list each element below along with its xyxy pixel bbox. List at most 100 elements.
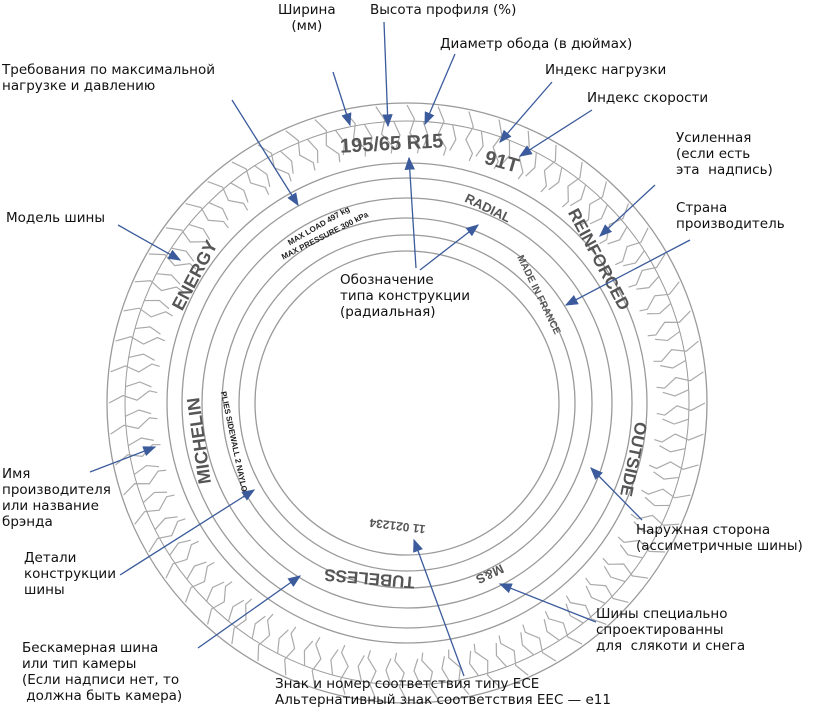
arrow-details xyxy=(119,489,256,576)
tread-groove xyxy=(144,299,170,310)
tread-groove xyxy=(623,250,645,267)
tread-groove xyxy=(227,599,245,622)
tread-block xyxy=(115,336,166,345)
tread-block xyxy=(123,469,167,496)
tread-groove xyxy=(133,464,160,476)
tread-block xyxy=(115,444,161,466)
tread-groove xyxy=(619,544,643,559)
arrow-mud-snow xyxy=(498,583,597,623)
tread-block xyxy=(394,652,408,702)
arrow-width xyxy=(332,71,352,127)
tread-groove xyxy=(334,129,346,156)
tread-groove xyxy=(363,123,373,150)
label-speed-index: Индекс скорости xyxy=(587,90,709,106)
tread-block xyxy=(653,340,699,362)
label-reinforced: Усиленная (если есть эта надпись) xyxy=(676,130,773,178)
tread-groove xyxy=(654,330,681,342)
tread-block xyxy=(639,281,680,312)
tread-groove xyxy=(468,650,480,677)
label-country: Страна производитель xyxy=(676,200,785,232)
tread-block xyxy=(285,130,316,171)
tread-block xyxy=(561,161,583,208)
label-manufacturer: Имя производителя или название брэнда xyxy=(2,466,111,530)
label-rim: Диаметр обода (в дюймах) xyxy=(440,36,633,52)
tread-groove xyxy=(303,640,314,666)
tread-block xyxy=(498,635,529,676)
tread-groove xyxy=(413,658,421,685)
arrow-tubeless xyxy=(197,575,302,649)
tread-block xyxy=(540,144,557,193)
tread-block xyxy=(134,494,175,525)
tread-groove xyxy=(156,273,181,285)
tread-block xyxy=(465,111,474,162)
service-index-text: 91T xyxy=(482,147,521,178)
tread-groove xyxy=(660,359,687,369)
tire-size-text: 195/65 R15 xyxy=(339,130,443,157)
made-in-text: MADE IN FRANCE xyxy=(514,254,562,337)
tread-groove xyxy=(279,150,294,174)
tread-groove xyxy=(653,471,680,480)
tread-groove xyxy=(154,516,178,531)
rim-hole xyxy=(254,250,560,556)
tread-block xyxy=(617,536,666,553)
label-profile: Высота профиля (%) xyxy=(370,2,517,18)
tread-block xyxy=(656,402,706,416)
tread-groove xyxy=(142,491,168,504)
tread-block xyxy=(108,390,158,404)
arrow-ece xyxy=(413,538,465,677)
sidewall-ring xyxy=(221,217,593,589)
tread-block xyxy=(517,130,530,180)
tire-rings xyxy=(106,102,708,704)
tread-groove xyxy=(188,223,211,241)
tread-groove xyxy=(589,204,608,225)
tread-groove xyxy=(525,152,537,177)
label-details: Детали конструкции шины xyxy=(24,550,116,598)
tread-groove xyxy=(125,409,152,417)
tread-block xyxy=(647,310,691,337)
tread-groove xyxy=(520,632,535,656)
tread-groove xyxy=(441,656,451,683)
tread-groove xyxy=(385,658,392,685)
tread-block xyxy=(231,161,270,196)
tread-block xyxy=(565,595,607,626)
tread-block xyxy=(421,652,439,700)
tread-groove xyxy=(500,140,511,166)
tread-block xyxy=(602,557,649,579)
label-ece: Знак и номер соответствия типу ECE Альте… xyxy=(275,676,611,708)
tread-block xyxy=(165,227,212,249)
arrow-outside xyxy=(590,467,643,521)
tread-groove xyxy=(357,655,365,682)
arrow-profile xyxy=(382,21,393,128)
tubeless-text: TUBELESS xyxy=(324,565,416,592)
tread-block xyxy=(165,540,200,579)
tread-block xyxy=(344,111,366,157)
tread-groove xyxy=(230,182,249,203)
label-construction: Обозначение типа конструкции (радиальная… xyxy=(340,272,471,320)
arrow-load-index xyxy=(499,81,553,143)
sidewall-ring xyxy=(181,177,633,629)
tread-block xyxy=(340,644,349,695)
tread-block xyxy=(367,650,377,700)
tread-groove xyxy=(330,649,339,676)
tread-block xyxy=(406,104,420,154)
tread-block xyxy=(207,180,249,211)
tread-groove xyxy=(127,437,154,447)
tread-groove xyxy=(662,389,689,397)
tread-groove xyxy=(633,521,658,533)
tread-groove xyxy=(475,130,484,157)
arrow-speed-index xyxy=(518,109,593,157)
tread-block xyxy=(654,433,704,443)
arrow-reinforced xyxy=(599,184,656,237)
model-text: ENERGY xyxy=(168,237,221,314)
tread-block xyxy=(185,203,229,229)
tread-groove xyxy=(134,326,161,335)
label-model: Модель шины xyxy=(6,210,106,226)
tread-block xyxy=(581,181,607,225)
tread-block xyxy=(585,577,629,603)
arrow-country xyxy=(564,239,691,306)
label-width: Ширина (мм) xyxy=(278,2,336,34)
tread-block xyxy=(628,253,666,288)
tread-block xyxy=(207,581,233,625)
tread-groove xyxy=(251,615,266,639)
